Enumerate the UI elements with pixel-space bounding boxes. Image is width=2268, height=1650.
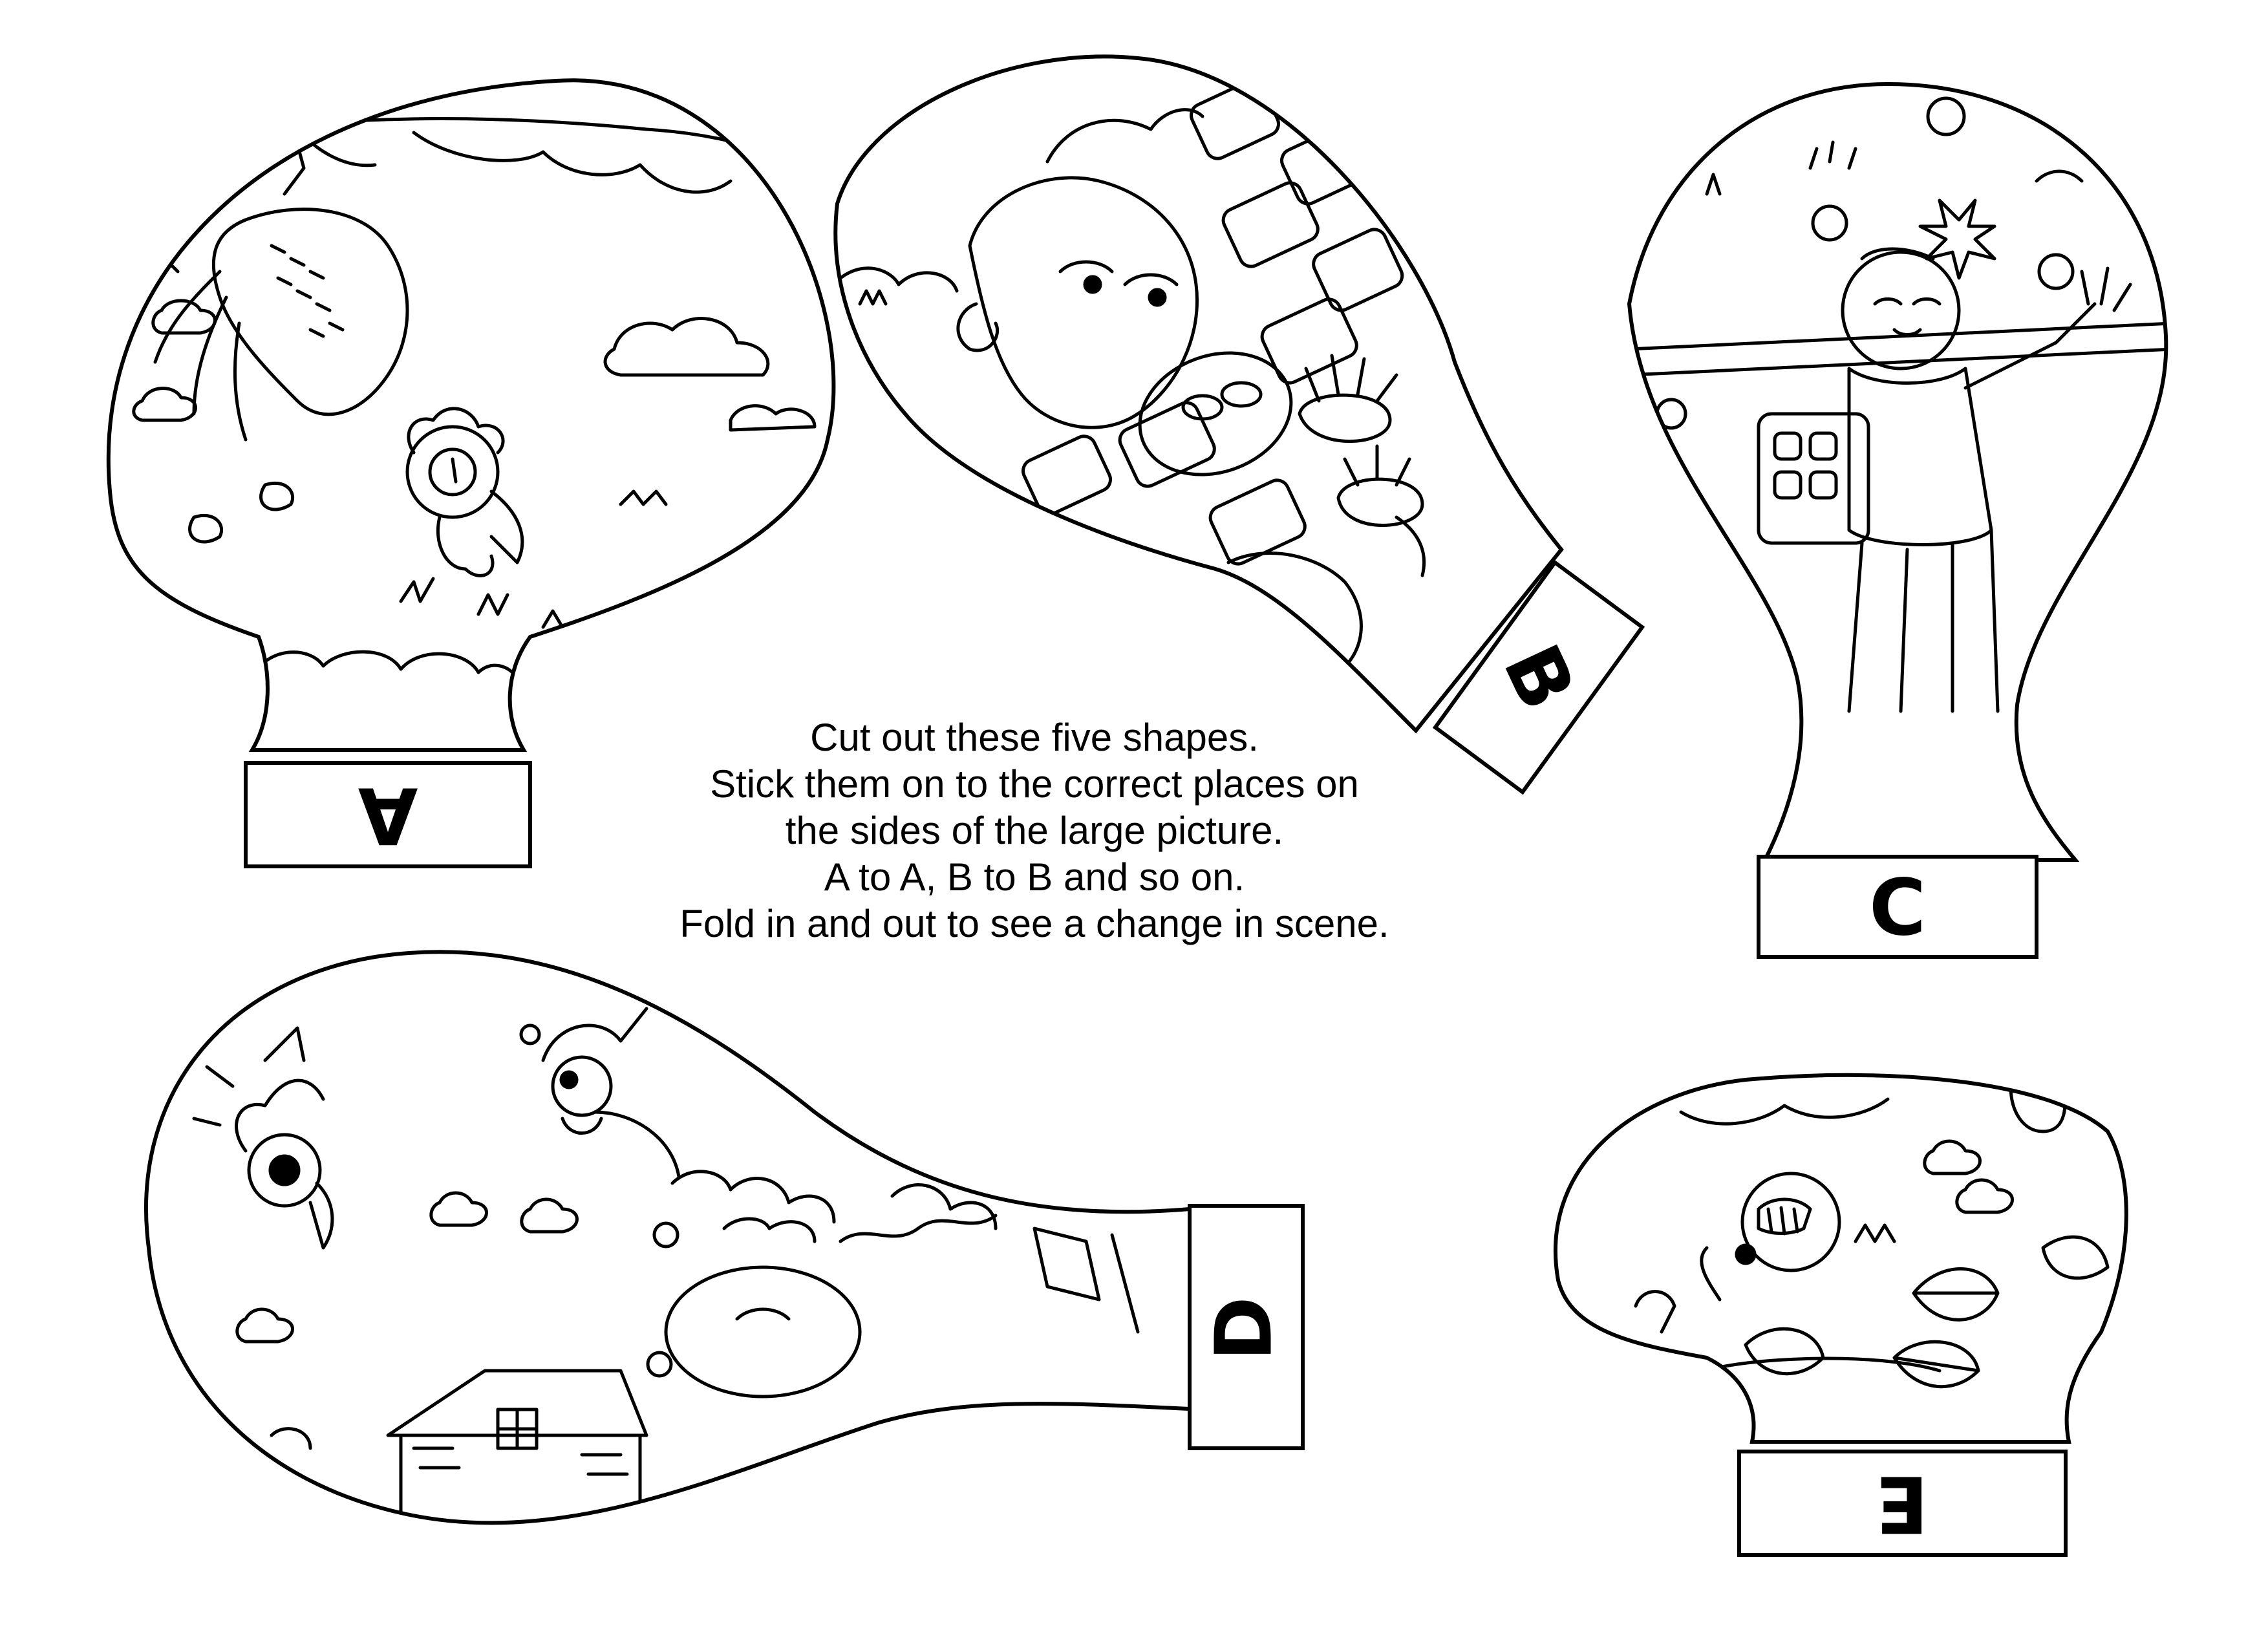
cutout-shape-a[interactable]: A	[106, 78, 836, 868]
cutout-shape-b[interactable]: B	[833, 54, 1645, 795]
instruction-line: the sides of the large picture.	[785, 809, 1284, 852]
shape-c-outline	[1627, 81, 2168, 862]
shape-a-tab	[244, 761, 532, 868]
scene-boy-box	[1629, 96, 2166, 713]
scene-cow-wall	[839, 79, 1426, 674]
shape-e-label: E	[1876, 1459, 1929, 1548]
shape-a-outline	[106, 78, 836, 752]
instructions-text: Cut out these five shapes. Stick them on…	[608, 714, 1461, 947]
shape-c-label: C	[1869, 864, 1926, 954]
instruction-line: Cut out these five shapes.	[810, 716, 1259, 759]
instruction-line: A to A, B to B and so on.	[824, 855, 1245, 899]
shape-d-tab	[1188, 1204, 1305, 1450]
instruction-line: Fold in and out to see a change in scene…	[679, 902, 1389, 945]
cutout-shape-d[interactable]: D	[144, 950, 1305, 1526]
scene-creature-leaves	[1634, 1084, 2110, 1389]
shape-d-label: D	[1200, 1296, 1290, 1361]
shape-e-tab	[1737, 1450, 2068, 1557]
shape-e-outline	[1553, 1073, 2128, 1444]
cutout-shape-e[interactable]: E	[1553, 1073, 2128, 1557]
cutout-shape-c[interactable]: C	[1627, 81, 2172, 959]
scene-bird-cottage	[192, 1007, 1140, 1523]
shape-c-tab	[1757, 855, 2038, 959]
shape-d-outline	[144, 950, 1205, 1525]
scene-rooster	[114, 95, 817, 681]
shape-b-outline	[833, 54, 1564, 734]
shape-a-label: A	[358, 770, 418, 860]
instruction-line: Stick them on to the correct places on	[710, 762, 1359, 806]
shape-b-tab	[1432, 559, 1645, 795]
